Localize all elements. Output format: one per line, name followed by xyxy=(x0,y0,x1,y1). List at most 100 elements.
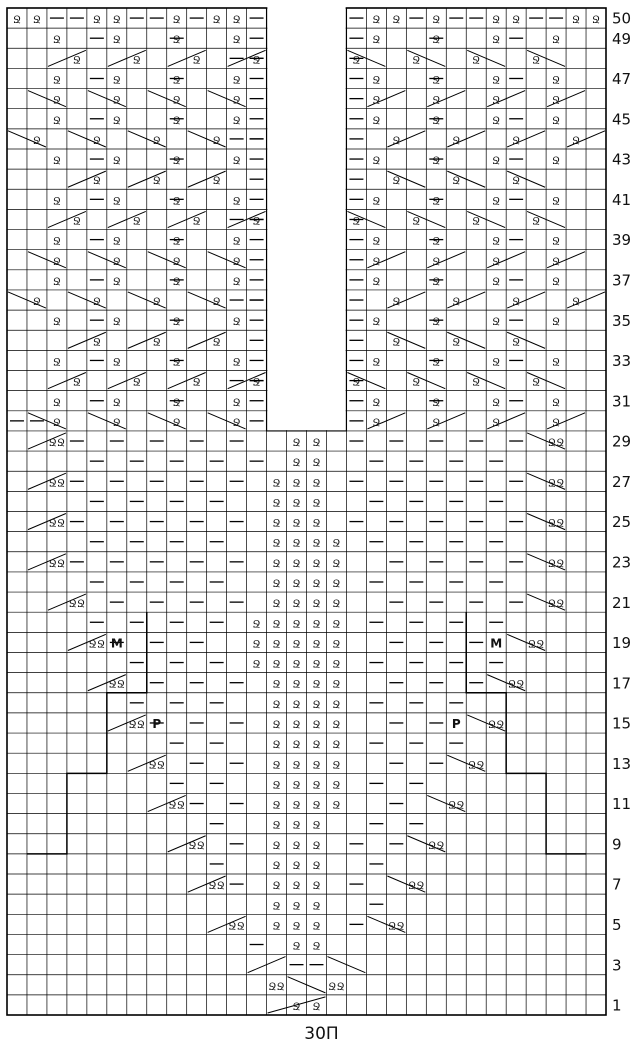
twisted-stitch-symbol: Ջ xyxy=(272,539,280,550)
twisted-stitch-symbol: Ջ xyxy=(372,277,380,288)
twisted-stitch-symbol: Ջ xyxy=(153,297,161,308)
twisted-stitch-symbol: Ջ xyxy=(113,76,121,87)
twisted-stitch-symbol: Ջ xyxy=(352,378,360,389)
twisted-stitch-symbol: Ջ xyxy=(292,861,300,872)
twisted-stitch-symbol: Ջ xyxy=(332,599,340,610)
twisted-stitch-symbol: Ջ xyxy=(332,740,340,751)
row-number-label: 9 xyxy=(612,835,622,853)
twisted-stitch-symbol: Ջ xyxy=(372,116,380,127)
twisted-stitch-symbol: Ջ xyxy=(113,35,121,46)
twisted-stitch-symbol: Ջ xyxy=(252,378,260,389)
make-one-symbol: M xyxy=(490,636,502,650)
twisted-stitch-symbol: Ջ xyxy=(272,519,280,530)
twisted-stitch-symbol: Ջ xyxy=(93,136,101,147)
twisted-stitch-symbol: Ջ xyxy=(312,438,320,449)
twisted-stitch-symbol: Ջ xyxy=(272,760,280,771)
twisted-stitch-symbol: Ջ xyxy=(173,277,181,288)
twisted-stitch-symbol: Ջ xyxy=(193,378,201,389)
row-number-label: 21 xyxy=(612,594,631,612)
twisted-stitch-symbol: Ջ xyxy=(432,96,440,107)
twisted-stitch-symbol: Ջ xyxy=(113,96,121,107)
twisted-stitch-symbol: Ջ xyxy=(452,176,460,187)
double-twisted-symbol: ՋՋ xyxy=(508,680,525,691)
twisted-stitch-symbol: Ջ xyxy=(432,76,440,87)
twisted-stitch-symbol: Ջ xyxy=(232,116,240,127)
double-twisted-symbol: ՋՋ xyxy=(548,559,565,570)
twisted-stitch-symbol: Ջ xyxy=(312,821,320,832)
twisted-stitch-symbol: Ջ xyxy=(352,55,360,66)
twisted-stitch-symbol: Ջ xyxy=(492,76,500,87)
twisted-stitch-symbol: Ջ xyxy=(272,619,280,630)
twisted-stitch-symbol: Ջ xyxy=(572,136,580,147)
twisted-stitch-symbol: Ջ xyxy=(33,15,41,26)
p-stitch-symbol: P xyxy=(452,717,461,731)
row-number-label: 13 xyxy=(612,755,631,773)
double-twisted-symbol: ՋՋ xyxy=(548,438,565,449)
twisted-stitch-symbol: Ջ xyxy=(492,317,500,328)
twisted-stitch-symbol: Ջ xyxy=(472,217,480,228)
twisted-stitch-symbol: Ջ xyxy=(492,418,500,429)
twisted-stitch-symbol: Ջ xyxy=(33,136,41,147)
double-twisted-symbol: ՋՋ xyxy=(428,841,445,852)
row-number-label: 33 xyxy=(612,352,631,370)
twisted-stitch-symbol: Ջ xyxy=(53,257,61,268)
twisted-stitch-symbol: Ջ xyxy=(432,35,440,46)
twisted-stitch-symbol: Ջ xyxy=(173,15,181,26)
twisted-stitch-symbol: Ջ xyxy=(292,579,300,590)
twisted-stitch-symbol: Ջ xyxy=(252,55,260,66)
twisted-stitch-symbol: Ջ xyxy=(73,378,81,389)
twisted-stitch-symbol: Ջ xyxy=(332,680,340,691)
twisted-stitch-symbol: Ջ xyxy=(552,116,560,127)
twisted-stitch-symbol: Ջ xyxy=(452,136,460,147)
twisted-stitch-symbol: Ջ xyxy=(532,217,540,228)
twisted-stitch-symbol: Ջ xyxy=(93,337,101,348)
double-twisted-symbol: ՋՋ xyxy=(488,720,505,731)
twisted-stitch-symbol: Ջ xyxy=(173,418,181,429)
twisted-stitch-symbol: Ջ xyxy=(113,317,121,328)
twisted-stitch-symbol: Ջ xyxy=(113,277,121,288)
twisted-stitch-symbol: Ջ xyxy=(53,196,61,207)
twisted-stitch-symbol: Ջ xyxy=(232,76,240,87)
twisted-stitch-symbol: Ջ xyxy=(552,237,560,248)
twisted-stitch-symbol: Ջ xyxy=(272,801,280,812)
twisted-stitch-symbol: Ջ xyxy=(153,337,161,348)
twisted-stitch-symbol: Ջ xyxy=(53,116,61,127)
twisted-stitch-symbol: Ջ xyxy=(272,660,280,671)
row-number-label: 41 xyxy=(612,191,631,209)
twisted-stitch-symbol: Ջ xyxy=(113,15,121,26)
twisted-stitch-symbol: Ջ xyxy=(113,196,121,207)
twisted-stitch-symbol: Ջ xyxy=(312,740,320,751)
twisted-stitch-symbol: Ջ xyxy=(232,237,240,248)
twisted-stitch-symbol: Ջ xyxy=(392,337,400,348)
double-twisted-symbol: ՋՋ xyxy=(468,760,485,771)
twisted-stitch-symbol: Ջ xyxy=(272,720,280,731)
twisted-stitch-symbol: Ջ xyxy=(312,458,320,469)
twisted-stitch-symbol: Ջ xyxy=(492,15,500,26)
twisted-stitch-symbol: Ջ xyxy=(512,136,520,147)
twisted-stitch-symbol: Ջ xyxy=(53,76,61,87)
twisted-stitch-symbol: Ջ xyxy=(212,176,220,187)
row-number-label: 3 xyxy=(612,956,622,974)
twisted-stitch-symbol: Ջ xyxy=(312,700,320,711)
double-twisted-symbol: ՋՋ xyxy=(448,801,465,812)
twisted-stitch-symbol: Ջ xyxy=(312,780,320,791)
twisted-stitch-symbol: Ջ xyxy=(312,680,320,691)
twisted-stitch-symbol: Ջ xyxy=(492,196,500,207)
twisted-stitch-symbol: Ջ xyxy=(193,55,201,66)
twisted-stitch-symbol: Ջ xyxy=(53,35,61,46)
double-twisted-symbol: ՋՋ xyxy=(49,478,66,489)
twisted-stitch-symbol: Ջ xyxy=(33,297,41,308)
row-number-label: 23 xyxy=(612,553,631,571)
twisted-stitch-symbol: Ջ xyxy=(312,720,320,731)
twisted-stitch-symbol: Ջ xyxy=(332,579,340,590)
row-number-label: 1 xyxy=(612,997,622,1015)
twisted-stitch-symbol: Ջ xyxy=(412,378,420,389)
twisted-stitch-symbol: Ջ xyxy=(312,881,320,892)
twisted-stitch-symbol: Ջ xyxy=(272,700,280,711)
twisted-stitch-symbol: Ջ xyxy=(332,700,340,711)
twisted-stitch-symbol: Ջ xyxy=(272,478,280,489)
row-number-label: 7 xyxy=(612,876,622,894)
neck-opening xyxy=(267,7,345,430)
twisted-stitch-symbol: Ջ xyxy=(292,720,300,731)
